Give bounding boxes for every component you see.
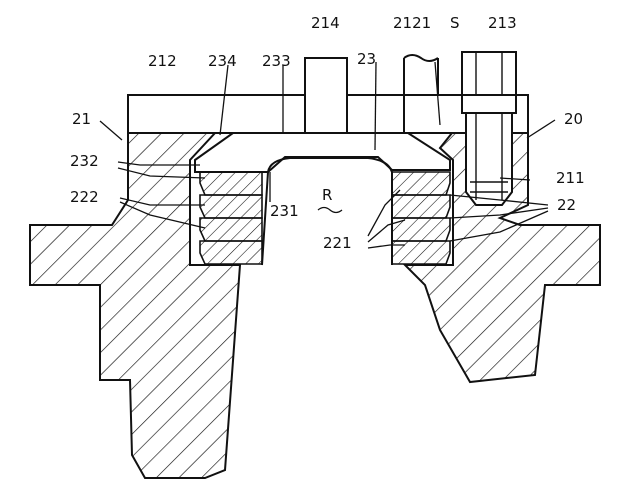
label-214: 214	[311, 14, 340, 32]
label-212: 212	[148, 52, 177, 70]
label-231: 231	[270, 202, 299, 220]
left-body	[29, 132, 242, 479]
label-221: 221	[323, 234, 352, 252]
label-234: 234	[208, 52, 237, 70]
pin-214	[304, 57, 348, 135]
label-2121: 2121	[393, 14, 431, 32]
left-rings	[199, 171, 263, 265]
label-R-tilde	[317, 206, 343, 214]
label-213: 213	[488, 14, 517, 32]
label-R: R	[322, 186, 332, 204]
plate-2121	[403, 54, 439, 133]
label-222: 222	[70, 188, 99, 206]
leader-lines	[99, 61, 556, 249]
cavity-R	[261, 157, 393, 266]
label-233: 233	[262, 52, 291, 70]
label-23: 23	[357, 50, 376, 68]
label-22: 22	[557, 196, 576, 214]
right-rings	[391, 171, 451, 265]
label-211: 211	[556, 169, 585, 187]
label-232: 232	[70, 152, 99, 170]
label-20: 20	[564, 110, 583, 128]
label-S: S	[450, 14, 460, 32]
core-block-23	[194, 132, 451, 173]
label-21: 21	[72, 110, 91, 128]
bolt-213	[461, 51, 517, 206]
